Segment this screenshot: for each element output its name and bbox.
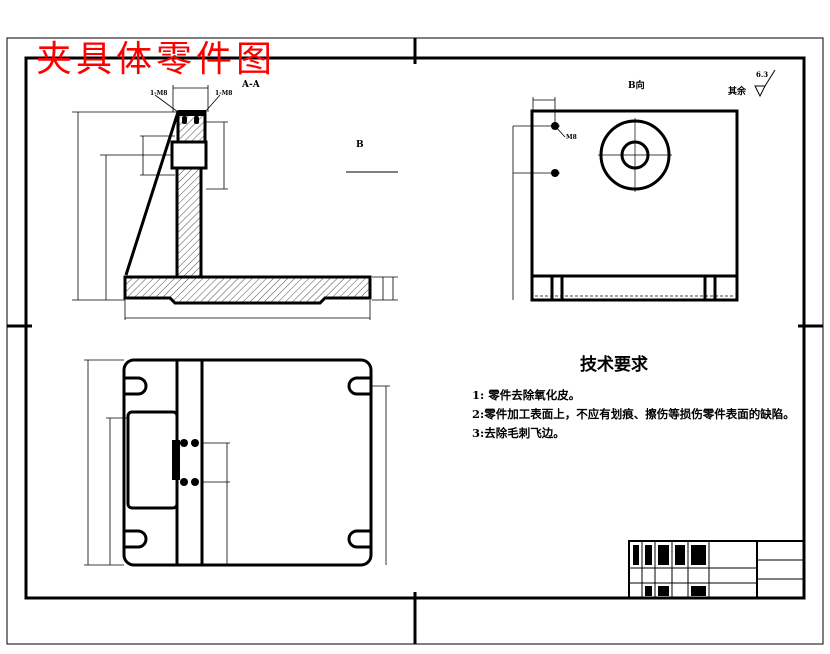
view-b-marker: B bbox=[356, 140, 364, 150]
view-b bbox=[512, 69, 776, 302]
title-block bbox=[628, 540, 805, 599]
section-label: A-A bbox=[242, 80, 260, 90]
tech-requirement-3: 3:去除毛刺飞边。 bbox=[472, 426, 565, 440]
section-view-a-a bbox=[72, 85, 398, 320]
tech-requirement-2: 2:零件加工表面上，不应有划痕、擦伤等损伤零件表面的缺陷。 bbox=[472, 407, 795, 421]
hole-label-b: M8 bbox=[566, 134, 577, 141]
view-b-direction: B向 bbox=[628, 81, 645, 91]
centering-marks bbox=[7, 38, 823, 644]
hole-callout-left: 1-M8 bbox=[150, 90, 168, 97]
roughness-label: 其余 bbox=[728, 87, 747, 97]
drawing-title: 夹具体零件图 bbox=[36, 39, 277, 80]
tech-requirement-1: 1: 零件去除氧化皮。 bbox=[472, 388, 581, 402]
hole-callout-right: 1-M8 bbox=[215, 90, 233, 97]
plan-view bbox=[84, 358, 390, 567]
tech-requirements-title: 技术要求 bbox=[580, 355, 648, 375]
roughness-value: 6.3 bbox=[756, 70, 769, 79]
